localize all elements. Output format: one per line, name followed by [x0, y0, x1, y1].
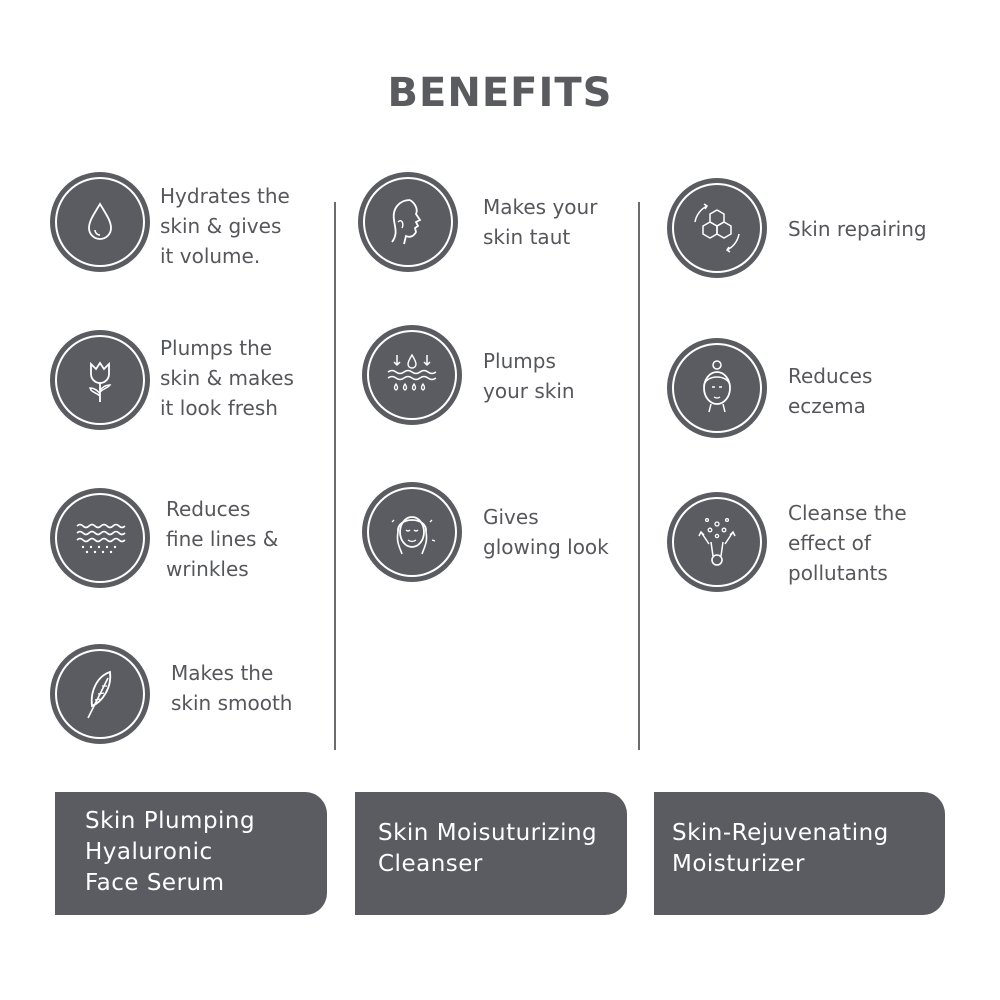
product-name: Skin Moisuturizing Cleanser — [378, 820, 598, 877]
benefit-label: Plumps your skin — [483, 349, 575, 403]
benefit-label: Hydrates the skin & gives it volume. — [160, 184, 290, 268]
tulip-icon — [50, 330, 150, 430]
product-tab-moisturizer: Skin-Rejuvenating Moisturizer — [654, 792, 945, 915]
skin-layers-icon — [362, 325, 462, 425]
face-profile-icon — [358, 172, 458, 272]
product-tab-serum: Skin Plumping Hyaluronic Face Serum — [55, 792, 327, 915]
benefit-label: Gives glowing look — [483, 505, 609, 559]
hexagon-cells-icon — [667, 178, 767, 278]
bubbles-icon — [667, 492, 767, 592]
water-drop-icon — [50, 172, 150, 272]
benefit-label: Cleanse the effect of pollutants — [788, 501, 907, 585]
product-name: Skin Plumping Hyaluronic Face Serum — [85, 808, 256, 896]
benefit-label: Reduces eczema — [788, 364, 873, 418]
benefit-label: Makes your skin taut — [483, 195, 598, 249]
woman-face-icon — [667, 338, 767, 438]
column-divider — [638, 202, 640, 750]
product-tab-cleanser: Skin Moisuturizing Cleanser — [355, 792, 627, 915]
benefit-label: Plumps the skin & makes it look fresh — [160, 336, 294, 420]
benefit-label: Reduces fine lines & wrinkles — [166, 497, 279, 581]
benefit-label: Makes the skin smooth — [171, 661, 293, 715]
page-title: BENEFITS — [387, 70, 613, 116]
feather-icon — [50, 644, 150, 744]
column-divider — [334, 202, 336, 750]
product-name: Skin-Rejuvenating Moisturizer — [672, 820, 889, 877]
waves-icon — [50, 488, 150, 588]
glowing-face-icon — [362, 482, 462, 582]
benefit-label: Skin repairing — [788, 217, 927, 241]
